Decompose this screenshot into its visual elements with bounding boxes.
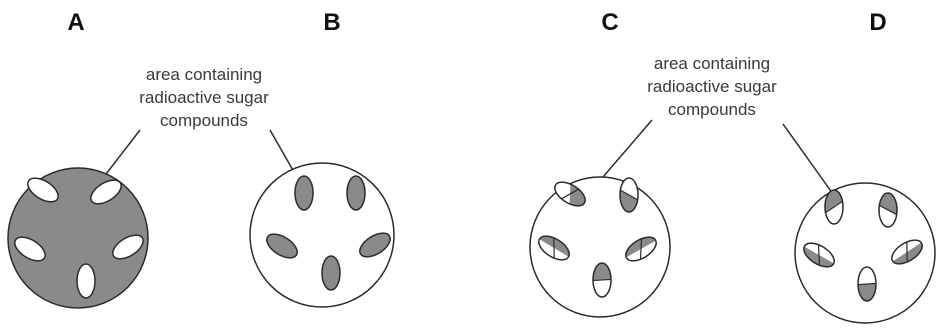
vascular-bundle-c-3-divider	[554, 235, 555, 260]
annotation-right: area containing radioactive sugar compou…	[647, 54, 777, 119]
annotation-left-line-2: radioactive sugar	[139, 88, 269, 107]
vascular-bundle-b-1	[295, 176, 313, 210]
panel-letter-a: A	[67, 9, 84, 36]
vascular-bundle-a-5	[77, 264, 95, 298]
leader-line-d	[783, 124, 833, 194]
vascular-bundle-d-4-divider	[907, 239, 908, 264]
annotation-left: area containing radioactive sugar compou…	[139, 65, 269, 130]
vascular-bundle-b-2	[347, 176, 365, 210]
annotation-left-line-3: compounds	[160, 111, 248, 130]
panel-letter-d: D	[869, 9, 886, 36]
panel-letter-c: C	[601, 9, 618, 36]
annotation-left-line-1: area containing	[146, 65, 262, 84]
vascular-bundle-b-5	[322, 256, 340, 290]
panel-letter-b: B	[323, 9, 340, 36]
annotation-right-line-2: radioactive sugar	[647, 77, 777, 96]
leader-line-a	[103, 130, 140, 178]
annotation-right-line-1: area containing	[654, 54, 770, 73]
annotation-right-line-3: compounds	[668, 100, 756, 119]
